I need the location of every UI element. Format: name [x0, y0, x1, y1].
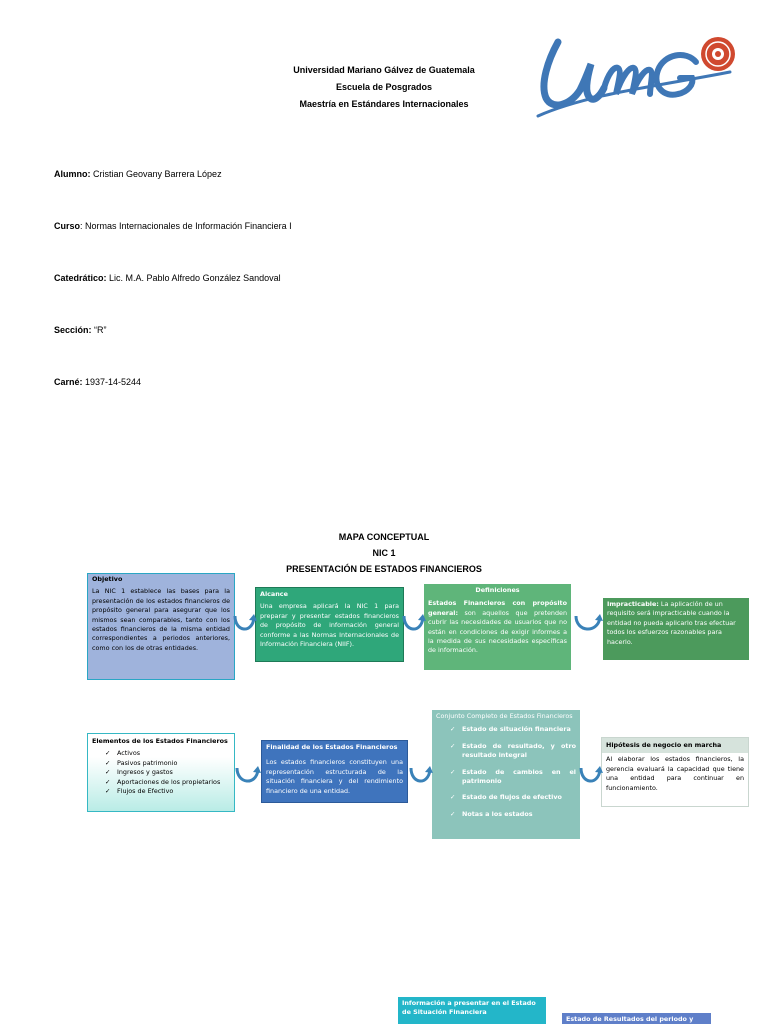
definiciones-title: Definiciones: [475, 586, 520, 594]
definiciones-box: Definiciones Estados Financieros con pro…: [424, 584, 571, 670]
conjunto-list: Estado de situación financiera Estado de…: [436, 725, 576, 819]
resultados-box: Estado de Resultados del periodo y: [562, 1013, 711, 1024]
map-title-line2: NIC 1: [372, 548, 396, 558]
map-title: MAPA CONCEPTUAL NIC 1 PRESENTACIÓN DE ES…: [250, 529, 518, 577]
objetivo-box: Objetivo La NIC 1 establece las bases pa…: [87, 573, 235, 680]
conjunto-title: Conjunto Completo de Estados Financieros: [436, 712, 573, 720]
objetivo-title: Objetivo: [92, 575, 123, 583]
elementos-box: Elementos de los Estados Financieros Act…: [87, 733, 235, 812]
informacion-box: Información a presentar en el Estado de …: [398, 997, 546, 1024]
list-item: Estado de cambios en el patrimonio: [450, 768, 576, 787]
list-item: Estado de flujos de efectivo: [450, 793, 576, 803]
list-item: Ingresos y gastos: [105, 768, 230, 778]
list-item: Activos: [105, 749, 230, 759]
elementos-list: Activos Pasivos patrimonio Ingresos y ga…: [92, 749, 230, 796]
finalidad-box: Finalidad de los Estados Financieros Los…: [261, 740, 408, 803]
student-value: Cristian Geovany Barrera López: [90, 169, 222, 179]
resultados-title: Estado de Resultados del periodo y: [566, 1015, 694, 1023]
map-title-line3: PRESENTACIÓN DE ESTADOS FINANCIEROS: [286, 564, 482, 574]
course-label: Curso: [54, 221, 81, 231]
professor-value: Lic. M.A. Pablo Alfredo González Sandova…: [106, 273, 281, 283]
carne-line: Carné: 1937-14-5244: [54, 377, 141, 387]
section-label: Sección:: [54, 325, 92, 335]
connector-arrow-icon: [574, 614, 603, 631]
hipotesis-box: Hipótesis de negocio en marcha Al elabor…: [601, 737, 749, 807]
connector-arrow-icon: [402, 614, 426, 631]
professor-line: Catedrático: Lic. M.A. Pablo Alfredo Gon…: [54, 273, 281, 283]
map-title-line1: MAPA CONCEPTUAL: [338, 532, 430, 542]
impracticable-term: Impracticable:: [607, 600, 659, 608]
informacion-title: Información a presentar en el Estado de …: [402, 999, 536, 1017]
impracticable-text: La aplicación de un requisito será impra…: [607, 600, 736, 646]
impracticable-box: Impracticable: La aplicación de un requi…: [603, 598, 749, 660]
list-item: Aportaciones de los propietarios: [105, 778, 230, 788]
student-label: Alumno:: [54, 169, 91, 179]
program-name: Maestría en Estándares Internacionales: [299, 99, 469, 109]
university-name: Universidad Mariano Gálvez de Guatemala: [293, 65, 475, 75]
conjunto-box: Conjunto Completo de Estados Financieros…: [432, 710, 580, 839]
list-item: Estado de resultado, y otro resultado in…: [450, 742, 576, 761]
connector-arrow-icon: [235, 766, 261, 783]
course-line: Curso: Normas Internacionales de Informa…: [54, 221, 292, 231]
section-value: “R”: [91, 325, 107, 335]
connector-arrow-icon: [409, 766, 433, 783]
objetivo-text: La NIC 1 establece las bases para la pre…: [92, 587, 230, 652]
finalidad-title: Finalidad de los Estados Financieros: [266, 743, 398, 751]
list-item: Flujos de Efectivo: [105, 787, 230, 797]
hipotesis-title: Hipótesis de negocio en marcha: [606, 741, 722, 749]
connector-arrow-icon: [233, 614, 257, 631]
definiciones-text: son aquellos que pretenden cubrir las ne…: [428, 608, 567, 655]
alcance-text: Una empresa aplicará la NIC 1 para prepa…: [260, 602, 399, 649]
student-line: Alumno: Cristian Geovany Barrera López: [54, 169, 222, 179]
definiciones-body: Estados Financieros con propósito genera…: [428, 599, 567, 655]
alcance-box: Alcance Una empresa aplicará la NIC 1 pa…: [255, 587, 404, 662]
carne-value: 1937-14-5244: [82, 377, 142, 387]
list-item: Notas a los estados: [450, 810, 576, 820]
professor-label: Catedrático:: [54, 273, 107, 283]
list-item: Estado de situación financiera: [450, 725, 576, 735]
finalidad-text: Los estados financieros constituyen una …: [266, 758, 403, 795]
list-item: Pasivos patrimonio: [105, 759, 230, 769]
elementos-title: Elementos de los Estados Financieros: [92, 737, 228, 745]
section-line: Sección: “R”: [54, 325, 107, 335]
carne-label: Carné:: [54, 377, 83, 387]
alcance-title: Alcance: [260, 590, 288, 598]
umg-logo: [518, 32, 740, 122]
definiciones-term: Estados Financieros con propósito genera…: [428, 599, 567, 617]
school-name: Escuela de Posgrados: [335, 82, 433, 92]
course-value: : Normas Internacionales de Información …: [80, 221, 292, 231]
connector-arrow-icon: [579, 766, 603, 783]
hipotesis-text: Al elaborar los estados financieros, la …: [606, 755, 744, 792]
